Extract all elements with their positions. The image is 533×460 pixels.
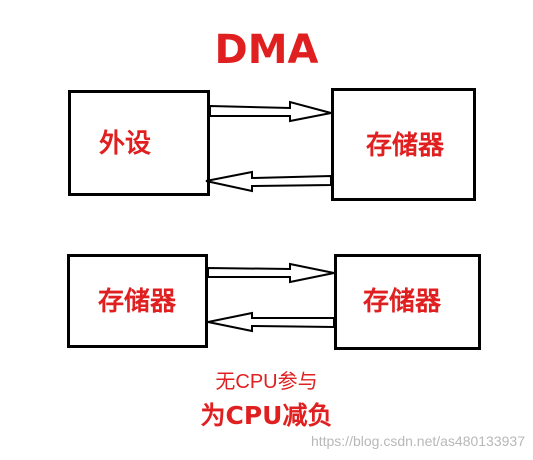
arrow-left-icon bbox=[205, 170, 332, 193]
source-watermark: https://blog.csdn.net/as480133937 bbox=[310, 433, 525, 449]
memory-label-top-right: 存储器 bbox=[366, 131, 445, 161]
memory-box-top-right: 存储器 bbox=[331, 88, 476, 201]
note-no-cpu: 无CPU参与 bbox=[215, 371, 318, 393]
peripheral-label: 外设 bbox=[99, 129, 152, 159]
arrow-left-icon bbox=[207, 311, 335, 333]
arrow-right-icon bbox=[209, 100, 332, 123]
note-offload-cpu: 为CPU减负 bbox=[200, 401, 333, 430]
peripheral-box: 外设 bbox=[68, 90, 210, 196]
arrow-right-icon bbox=[207, 262, 335, 284]
diagram-title: DMA bbox=[214, 27, 319, 73]
memory-label-bottom-right: 存储器 bbox=[363, 287, 442, 317]
memory-box-bottom-right: 存储器 bbox=[334, 254, 481, 350]
memory-label-bottom-left: 存储器 bbox=[98, 287, 177, 317]
memory-box-bottom-left: 存储器 bbox=[67, 254, 208, 348]
